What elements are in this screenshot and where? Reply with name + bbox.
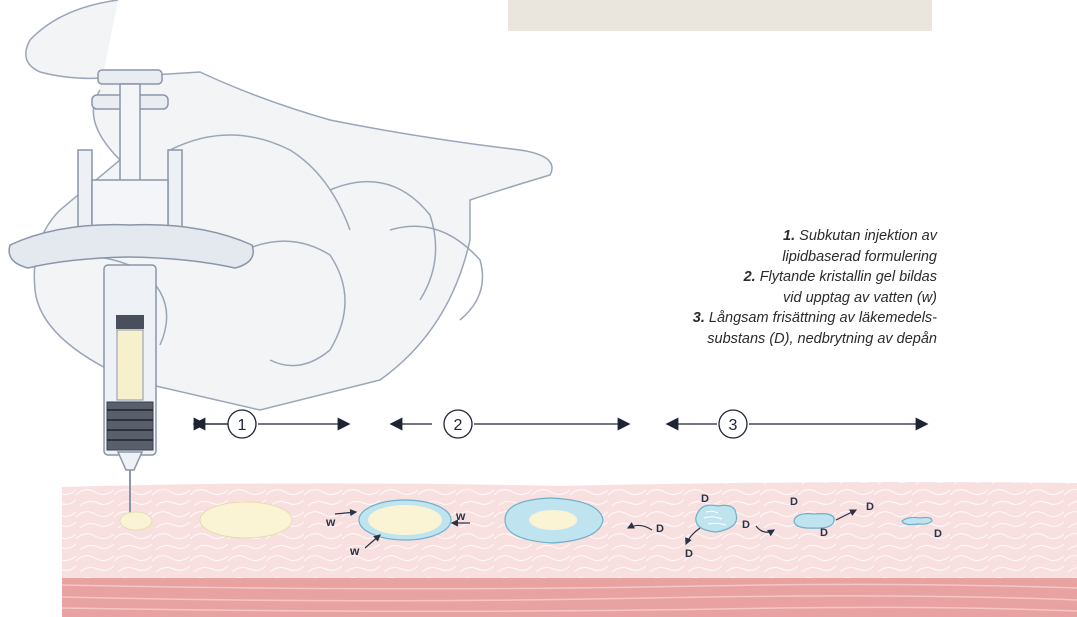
drug-label-1: D — [656, 523, 664, 535]
legend-item-1-number: 1. — [783, 228, 795, 244]
legend-item-2-text-1: Flytande kristallin gel bildas — [760, 269, 937, 285]
legend-item-3-text-1: Långsam frisättning av läkemedels- — [709, 310, 937, 326]
legend-item-1-text-2: lipidbaserad formulering — [517, 247, 937, 268]
depot-release — [696, 505, 737, 532]
legend-item-2-text-2: vid upptag av vatten (w) — [517, 288, 937, 309]
drug-label-8: D — [934, 528, 942, 540]
step-2-range — [392, 410, 628, 438]
legend-item-1-line-1: 1. Subkutan injektion av — [517, 226, 937, 247]
water-label-2: w — [455, 509, 466, 523]
legend-item-2-number: 2. — [744, 269, 756, 285]
water-label-3: w — [349, 544, 360, 558]
water-label-1: w — [325, 515, 336, 529]
step-3-range — [668, 410, 926, 438]
muscle-layer — [62, 578, 1077, 617]
legend-item-3-number: 3. — [693, 310, 705, 326]
step-3-number: 3 — [729, 417, 738, 434]
legend-item-2-line-1: 2. Flytande kristallin gel bildas — [517, 267, 937, 288]
drug-label-7: D — [866, 501, 874, 513]
drug-label-5: D — [790, 496, 798, 508]
drug-label-6: D — [820, 527, 828, 539]
drug-label-4: D — [742, 519, 750, 531]
drug-label-3: D — [685, 548, 693, 560]
depot-gel-forming — [359, 500, 451, 540]
depot-formulation — [200, 502, 292, 538]
legend-item-3-line-1: 3. Långsam frisättning av läkemedels- — [517, 308, 937, 329]
depot-gel — [505, 498, 603, 543]
step-1-range — [195, 410, 348, 438]
legend-item-1-text-1: Subkutan injektion av — [799, 228, 937, 244]
step-arrows — [195, 410, 926, 438]
legend-item-3-text-2: substans (D), nedbrytning av depån — [517, 329, 937, 350]
depot-injection — [120, 512, 152, 530]
step-1-number: 1 — [238, 417, 247, 434]
step-2-number: 2 — [454, 417, 463, 434]
drug-label-2: D — [701, 493, 709, 505]
legend: 1. Subkutan injektion av lipidbaserad fo… — [517, 226, 937, 349]
